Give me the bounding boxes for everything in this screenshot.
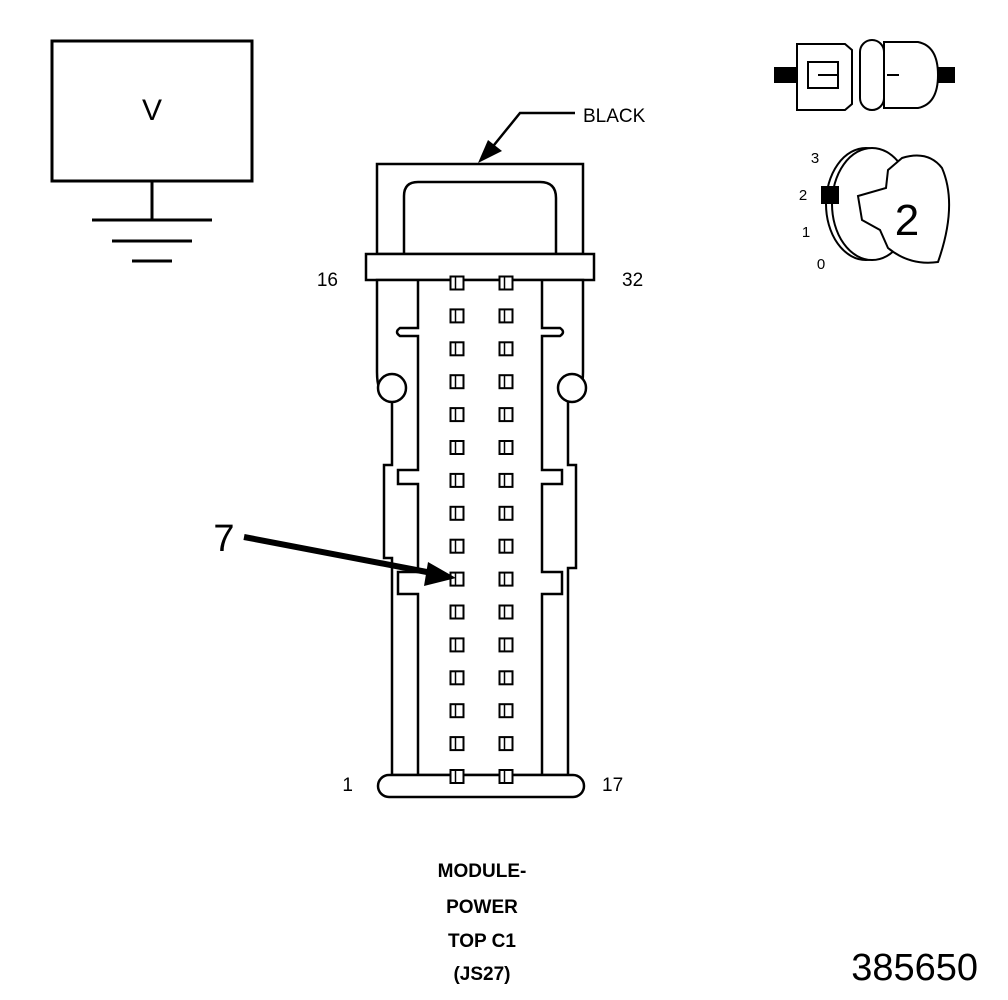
pin-cavity-24 — [498, 538, 514, 554]
callout-label: 7 — [213, 518, 234, 560]
callout-shaft — [243, 534, 433, 576]
pin-cavity-7 — [449, 571, 465, 587]
pin-callout-arrow — [243, 534, 456, 586]
pin-cavity-22 — [498, 604, 514, 620]
pin-cavity-3 — [449, 703, 465, 719]
connector-base — [376, 773, 586, 799]
pin-cavity-6 — [449, 604, 465, 620]
pin-cavity-12 — [449, 407, 465, 423]
wire-left — [774, 67, 798, 83]
caption-line-2: POWER — [446, 897, 518, 918]
ignition-position-1: 1 — [802, 224, 810, 241]
pin-cavity-27 — [498, 440, 514, 455]
pin-cavity-2 — [449, 736, 465, 752]
voltmeter-symbol — [50, 39, 254, 263]
pin-label-1: 1 — [342, 775, 353, 796]
connector-housing — [375, 278, 585, 777]
pin-label-32: 32 — [622, 270, 643, 291]
caption-line-1: MODULE- — [438, 861, 527, 882]
color-label: BLACK — [583, 106, 646, 127]
connector-cap-inner — [402, 180, 558, 254]
callout-arrowhead — [424, 562, 456, 586]
left-latch — [376, 372, 408, 404]
pin-label-16: 16 — [317, 270, 338, 291]
pin-cavity-13 — [449, 374, 465, 390]
ignition-position-2: 2 — [799, 187, 807, 204]
ignition-key — [856, 154, 951, 264]
ignition-switch-icon — [821, 147, 951, 264]
pin-cavity-20 — [498, 670, 514, 686]
connector-cap — [375, 162, 585, 256]
color-pointer — [478, 111, 575, 163]
pin-cavity-32 — [498, 275, 514, 291]
pin-label-17: 17 — [602, 775, 623, 796]
caption-line-4: (JS27) — [453, 964, 510, 985]
key-number: 2 — [895, 196, 919, 245]
ignition-position-0: 0 — [817, 256, 825, 273]
pin-cavity-1 — [449, 769, 465, 784]
color-leader-line — [489, 111, 575, 151]
pin-cavity-9 — [449, 505, 465, 521]
connector-body — [364, 162, 596, 799]
pin-cavity-14 — [449, 341, 465, 357]
seal-ring — [859, 39, 885, 111]
pin-cavity-16 — [449, 275, 465, 291]
caption-line-3: TOP C1 — [448, 931, 516, 952]
pin-cavity-28 — [498, 407, 514, 423]
connector-header — [364, 252, 596, 282]
pin-cavity-5 — [449, 637, 465, 653]
figure-number: 385650 — [851, 947, 978, 989]
pin-cavity-4 — [449, 670, 465, 686]
voltmeter-label: V — [142, 94, 162, 127]
pin-cavity-21 — [498, 637, 514, 653]
female-half — [883, 41, 940, 109]
pin-cavities — [449, 275, 514, 784]
pin-cavity-26 — [498, 472, 514, 488]
connector-view-icon — [774, 39, 955, 111]
pin-cavity-10 — [449, 472, 465, 488]
right-channel — [540, 280, 565, 775]
pin-cavity-25 — [498, 505, 514, 521]
pin-cavity-19 — [498, 703, 514, 719]
color-arrowhead — [478, 140, 502, 163]
pin-cavity-17 — [498, 769, 514, 784]
pin-cavity-29 — [498, 374, 514, 390]
pin-cavity-31 — [498, 308, 514, 324]
right-latch — [556, 372, 588, 404]
pin-cavity-23 — [498, 571, 514, 587]
ignition-position-3: 3 — [811, 150, 819, 167]
pin-cavity-8 — [449, 538, 465, 554]
position-indicator — [821, 186, 839, 204]
pin-cavity-18 — [498, 736, 514, 752]
pin-cavity-15 — [449, 308, 465, 324]
pin-cavity-11 — [449, 440, 465, 455]
pin-cavity-30 — [498, 341, 514, 357]
